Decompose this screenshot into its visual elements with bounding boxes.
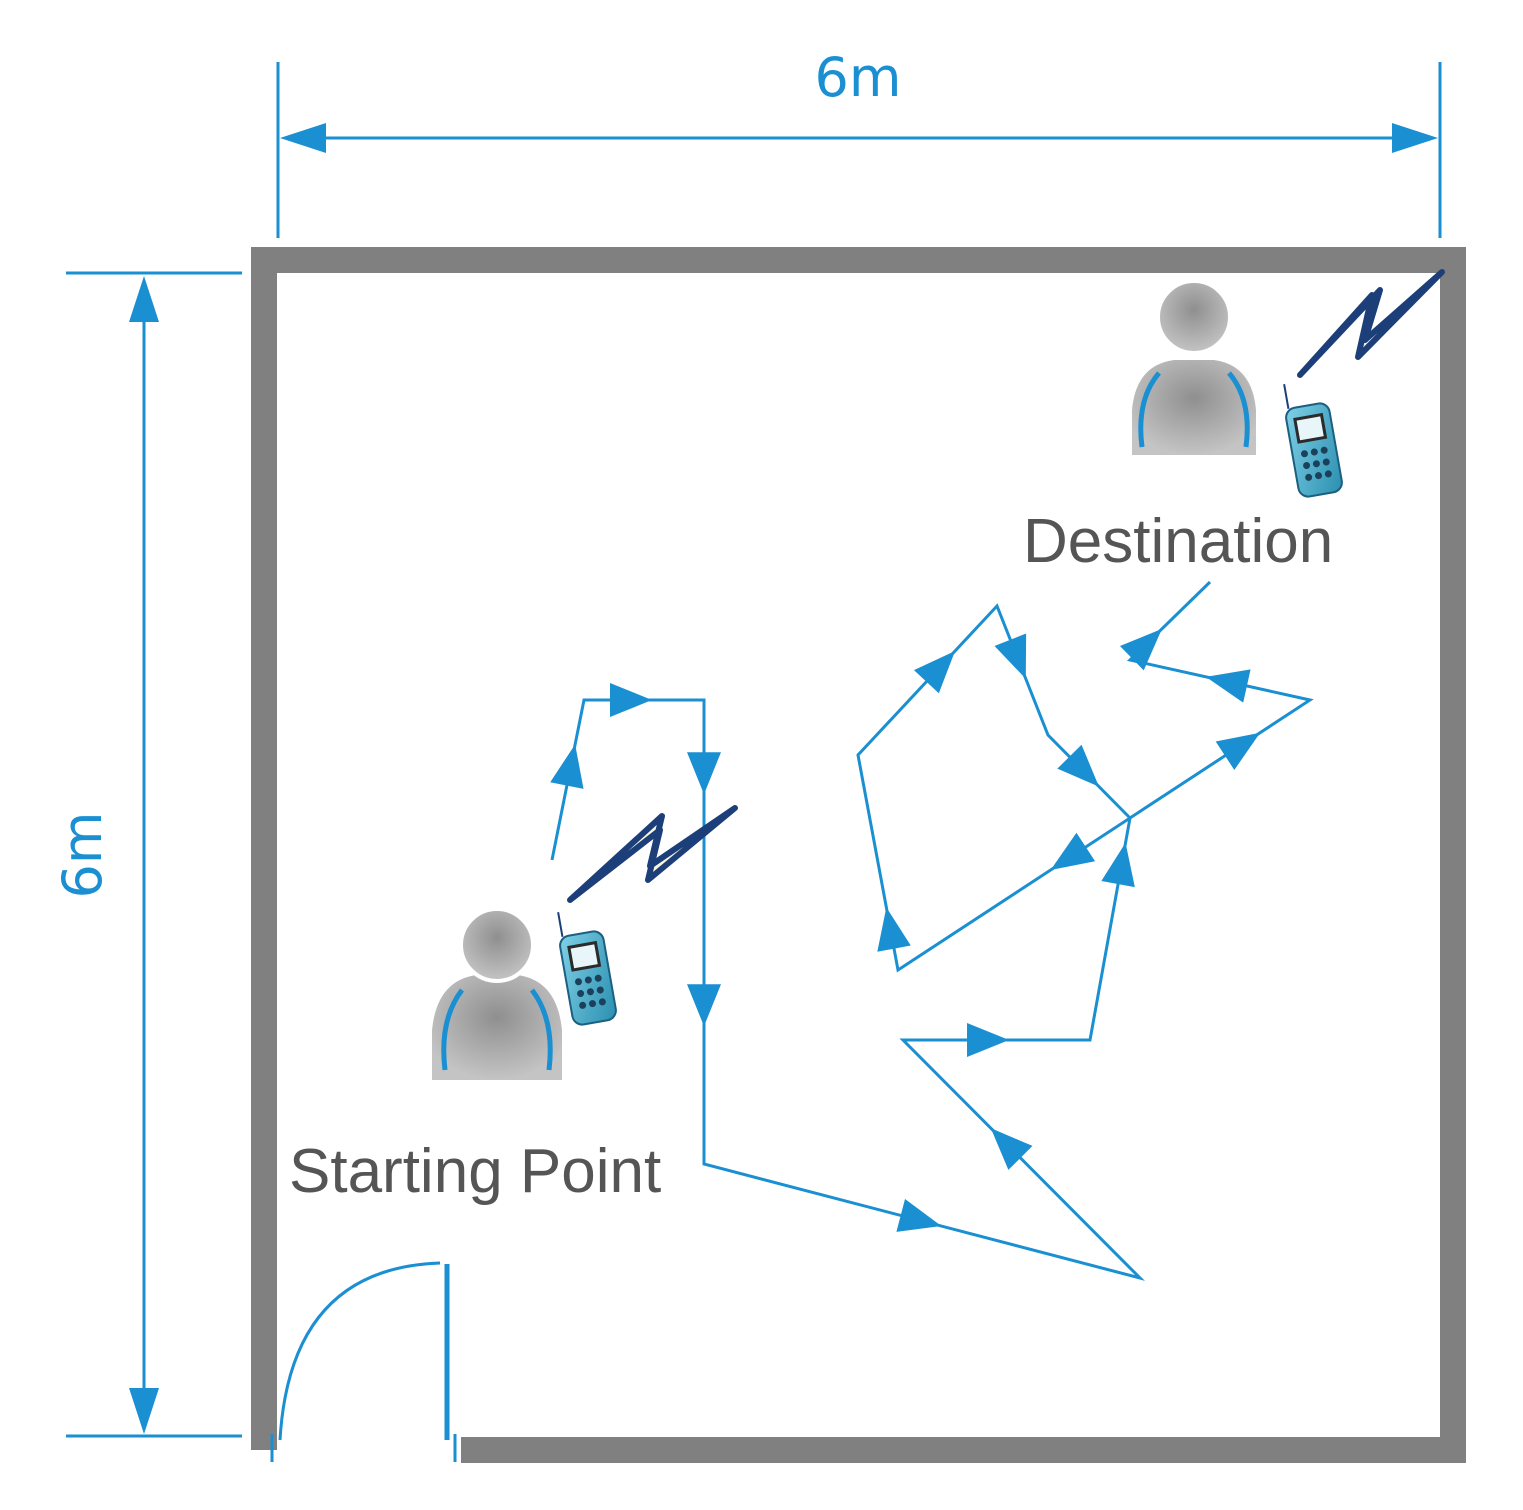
path-direction-arrow <box>896 1198 942 1232</box>
destination-device-icon <box>1283 384 1343 498</box>
path-direction-arrow <box>990 1128 1033 1170</box>
person-body <box>432 975 562 1080</box>
path-direction-arrow <box>1057 744 1099 787</box>
path-direction-arrow <box>1215 732 1261 770</box>
path-direction-arrow <box>687 984 721 1027</box>
path-direction-arrow <box>1119 628 1162 671</box>
movement-path <box>550 580 1314 1281</box>
path-direction-arrow <box>687 752 721 795</box>
starting-wireless-signal-icon <box>567 805 738 903</box>
arrowhead-left <box>280 123 326 153</box>
height-label: 6m <box>51 812 114 899</box>
destination-person <box>1132 279 1256 455</box>
starting-person <box>432 907 562 1080</box>
arrowhead-top <box>129 276 159 322</box>
path-direction-arrow <box>1101 842 1135 888</box>
path-direction-arrow <box>1050 832 1096 871</box>
arrowhead-right <box>1392 123 1438 153</box>
path-direction-arrow <box>550 744 584 789</box>
destination-label: Destination <box>1023 507 1333 576</box>
starting-device-icon <box>557 912 617 1026</box>
path-direction-arrow <box>877 907 911 952</box>
door <box>270 1261 457 1462</box>
path-direction-arrow <box>967 1023 1010 1057</box>
width-dimension <box>276 62 1442 238</box>
door-swing-arc <box>278 1261 441 1441</box>
width-label: 6m <box>815 46 902 109</box>
person-body <box>1132 360 1256 455</box>
destination-wireless-signal-icon <box>1297 269 1445 378</box>
person-head <box>1156 279 1232 355</box>
path-line <box>550 580 1314 1281</box>
person-head <box>459 907 535 983</box>
height-dimension <box>66 271 242 1438</box>
path-direction-arrow <box>1205 669 1251 703</box>
path-direction-arrow <box>610 683 652 717</box>
room-walls <box>251 247 1466 1463</box>
wall-outline <box>251 247 1466 1463</box>
path-direction-arrow <box>994 633 1027 679</box>
path-direction-arrow <box>913 650 956 694</box>
starting-point-label: Starting Point <box>289 1137 661 1206</box>
arrowhead-bottom <box>129 1388 159 1434</box>
